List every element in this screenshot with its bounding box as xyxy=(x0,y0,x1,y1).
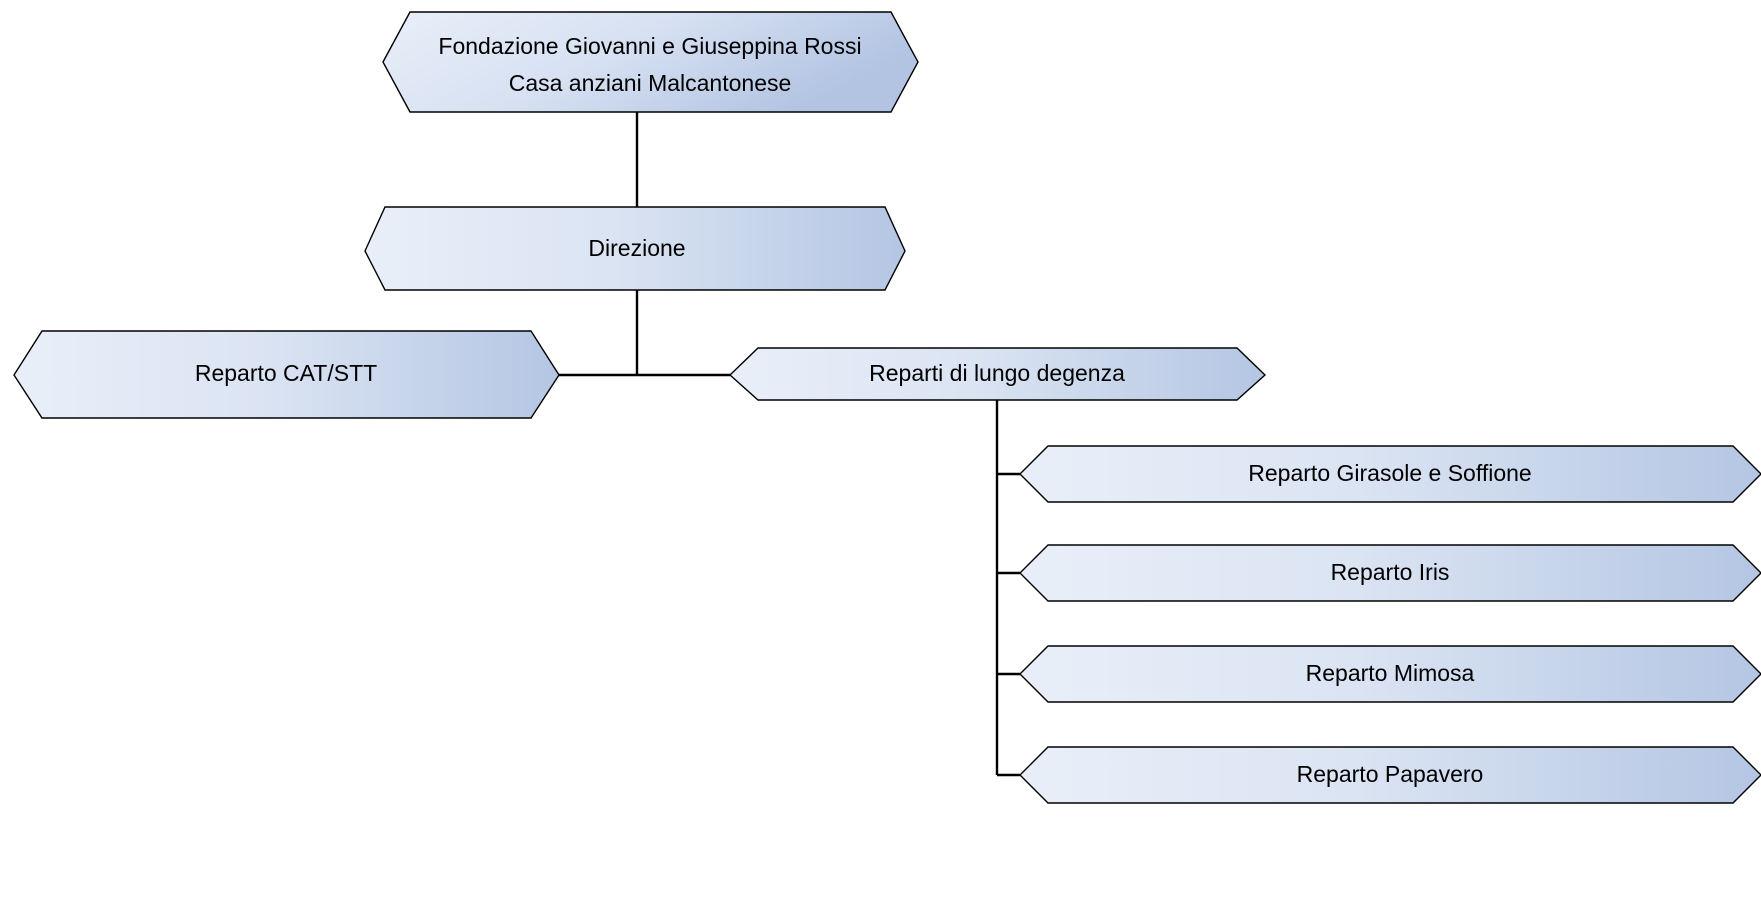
node-root-label-line1: Fondazione Giovanni e Giuseppina Rossi xyxy=(438,33,861,59)
node-direzione-label: Direzione xyxy=(588,235,685,261)
node-root-label-line2: Casa anziani Malcantonese xyxy=(509,70,792,96)
node-sub-reparto-1[interactable]: Reparto Girasole e Soffione xyxy=(1019,445,1761,503)
node-direzione[interactable]: Direzione xyxy=(364,206,906,291)
node-sub-reparto-4-shape xyxy=(1019,746,1761,804)
node-sub-reparto-4[interactable]: Reparto Papavero xyxy=(1019,746,1761,804)
node-reparti-lungo-degenza-shape xyxy=(728,347,1267,401)
node-sub-reparto-2-label: Reparto Iris xyxy=(1331,559,1450,585)
node-direzione-shape xyxy=(364,206,906,291)
node-sub-reparto-2-shape xyxy=(1019,544,1761,602)
node-reparto-cat-stt[interactable]: Reparto CAT/STT xyxy=(13,330,560,419)
node-sub-reparto-3-label: Reparto Mimosa xyxy=(1306,660,1475,686)
node-sub-reparto-3[interactable]: Reparto Mimosa xyxy=(1019,645,1761,703)
node-root-shape xyxy=(382,11,919,113)
node-reparto-cat-stt-label: Reparto CAT/STT xyxy=(195,360,377,386)
node-root[interactable]: Fondazione Giovanni e Giuseppina Rossi C… xyxy=(382,11,919,113)
node-sub-reparto-3-shape xyxy=(1019,645,1761,703)
node-sub-reparto-4-label: Reparto Papavero xyxy=(1297,761,1484,787)
node-sub-reparto-1-shape xyxy=(1019,445,1761,503)
node-reparto-cat-stt-shape xyxy=(13,330,560,419)
node-sub-reparto-2[interactable]: Reparto Iris xyxy=(1019,544,1761,602)
node-reparti-lungo-degenza-label: Reparti di lungo degenza xyxy=(869,360,1125,386)
node-reparti-lungo-degenza[interactable]: Reparti di lungo degenza xyxy=(728,347,1267,401)
node-sub-reparto-1-label: Reparto Girasole e Soffione xyxy=(1248,460,1531,486)
